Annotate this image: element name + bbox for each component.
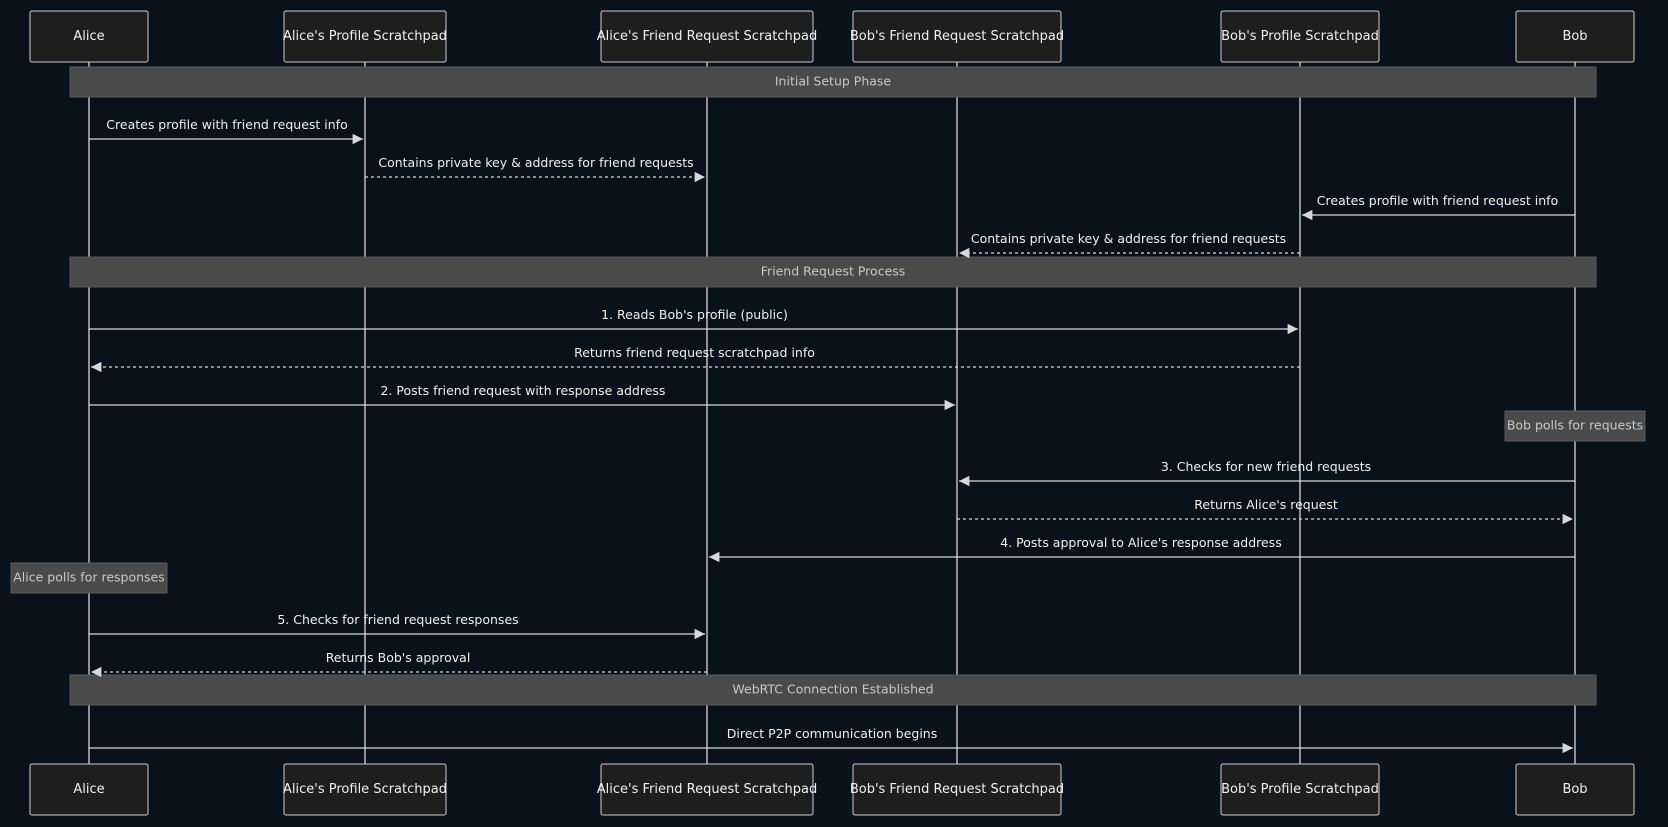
participant-bob-top: Bob	[1515, 10, 1635, 63]
participant-box	[1220, 763, 1380, 816]
message-label: Contains private key & address for frien…	[378, 155, 693, 170]
message-arrow: 5. Checks for friend request responses	[89, 612, 705, 640]
participant-alice-top: Alice	[29, 10, 149, 63]
participant-label: Alice's Friend Request Scratchpad	[597, 29, 817, 44]
participant-box	[29, 10, 149, 63]
participant-bob-bottom: Bob	[1515, 763, 1635, 816]
participant-label: Alice's Profile Scratchpad	[283, 782, 447, 797]
message-label: Returns Bob's approval	[326, 650, 471, 665]
lifelines	[88, 62, 1576, 764]
participant-box	[1515, 10, 1635, 63]
participant-label: Alice	[73, 29, 104, 44]
message-label: 1. Reads Bob's profile (public)	[601, 307, 788, 322]
participant-alice_profile-top: Alice's Profile Scratchpad	[283, 10, 447, 63]
participant-label: Bob's Friend Request Scratchpad	[850, 29, 1064, 44]
participant-bob_friend-bottom: Bob's Friend Request Scratchpad	[850, 763, 1064, 816]
message-arrow: 4. Posts approval to Alice's response ad…	[709, 535, 1575, 563]
phase-band: Friend Request Process	[69, 256, 1597, 288]
participant-box	[283, 763, 447, 816]
message-arrow: 3. Checks for new friend requests	[959, 459, 1575, 487]
phase-label: WebRTC Connection Established	[732, 682, 933, 697]
phase-band: Initial Setup Phase	[69, 66, 1597, 98]
message-arrow: 2. Posts friend request with response ad…	[89, 383, 955, 411]
message-label: Returns friend request scratchpad info	[574, 345, 815, 360]
message-arrow: 1. Reads Bob's profile (public)	[89, 307, 1298, 335]
participant-bob_profile-top: Bob's Profile Scratchpad	[1220, 10, 1380, 63]
participant-label: Alice's Friend Request Scratchpad	[597, 782, 817, 797]
phase-label: Initial Setup Phase	[775, 74, 892, 89]
message-label: Contains private key & address for frien…	[971, 231, 1286, 246]
participant-label: Bob	[1562, 29, 1587, 44]
participant-label: Alice's Profile Scratchpad	[283, 29, 447, 44]
participant-label: Bob's Friend Request Scratchpad	[850, 782, 1064, 797]
participant-row-bottom: Alice Alice's Profile Scratchpad Alice's F…	[29, 763, 1635, 816]
message-label: Creates profile with friend request info	[1317, 193, 1558, 208]
messages: Creates profile with friend request info…	[89, 117, 1575, 754]
participant-box	[852, 763, 1062, 816]
message-arrow: Contains private key & address for frien…	[365, 155, 705, 183]
participant-box	[1220, 10, 1380, 63]
message-label: Direct P2P communication begins	[727, 726, 938, 741]
message-label: 5. Checks for friend request responses	[277, 612, 518, 627]
message-label: 4. Posts approval to Alice's response ad…	[1000, 535, 1281, 550]
participant-alice_friend-bottom: Alice's Friend Request Scratchpad	[597, 763, 817, 816]
message-label: 3. Checks for new friend requests	[1161, 459, 1371, 474]
message-arrow: Contains private key & address for frien…	[959, 231, 1300, 259]
note-alice: Alice polls for responses	[10, 562, 168, 594]
note-box	[1504, 410, 1646, 442]
participant-row-top: Alice Alice's Profile Scratchpad Alice's F…	[29, 10, 1635, 63]
message-arrow: Creates profile with friend request info	[1302, 193, 1575, 221]
participant-box	[29, 763, 149, 816]
message-arrow: Returns friend request scratchpad info	[91, 345, 1300, 373]
note-bob: Bob polls for requests	[1504, 410, 1646, 442]
note-label: Alice polls for responses	[13, 570, 165, 585]
participant-bob_profile-bottom: Bob's Profile Scratchpad	[1220, 763, 1380, 816]
participant-bob_friend-top: Bob's Friend Request Scratchpad	[850, 10, 1064, 63]
phase-box	[69, 674, 1597, 706]
participant-box	[283, 10, 447, 63]
participant-box	[852, 10, 1062, 63]
message-label: Creates profile with friend request info	[106, 117, 347, 132]
message-label: 2. Posts friend request with response ad…	[381, 383, 666, 398]
phase-label: Friend Request Process	[761, 264, 906, 279]
participant-box	[600, 10, 814, 63]
note-label: Bob polls for requests	[1507, 418, 1643, 433]
participant-label: Alice	[73, 782, 104, 797]
participant-alice-bottom: Alice	[29, 763, 149, 816]
message-label: Returns Alice's request	[1194, 497, 1338, 512]
message-arrow: Direct P2P communication begins	[89, 726, 1573, 754]
message-arrow: Creates profile with friend request info	[89, 117, 363, 145]
participant-box	[1515, 763, 1635, 816]
participant-label: Bob's Profile Scratchpad	[1221, 782, 1379, 797]
message-arrow: Returns Alice's request	[957, 497, 1573, 525]
participant-alice_friend-top: Alice's Friend Request Scratchpad	[597, 10, 817, 63]
participant-alice_profile-bottom: Alice's Profile Scratchpad	[283, 763, 447, 816]
phase-box	[69, 256, 1597, 288]
participant-box	[600, 763, 814, 816]
participant-label: Bob's Profile Scratchpad	[1221, 29, 1379, 44]
phase-band: WebRTC Connection Established	[69, 674, 1597, 706]
phase-box	[69, 66, 1597, 98]
message-arrow: Returns Bob's approval	[91, 650, 707, 678]
participant-label: Bob	[1562, 782, 1587, 797]
note-box	[10, 562, 168, 594]
